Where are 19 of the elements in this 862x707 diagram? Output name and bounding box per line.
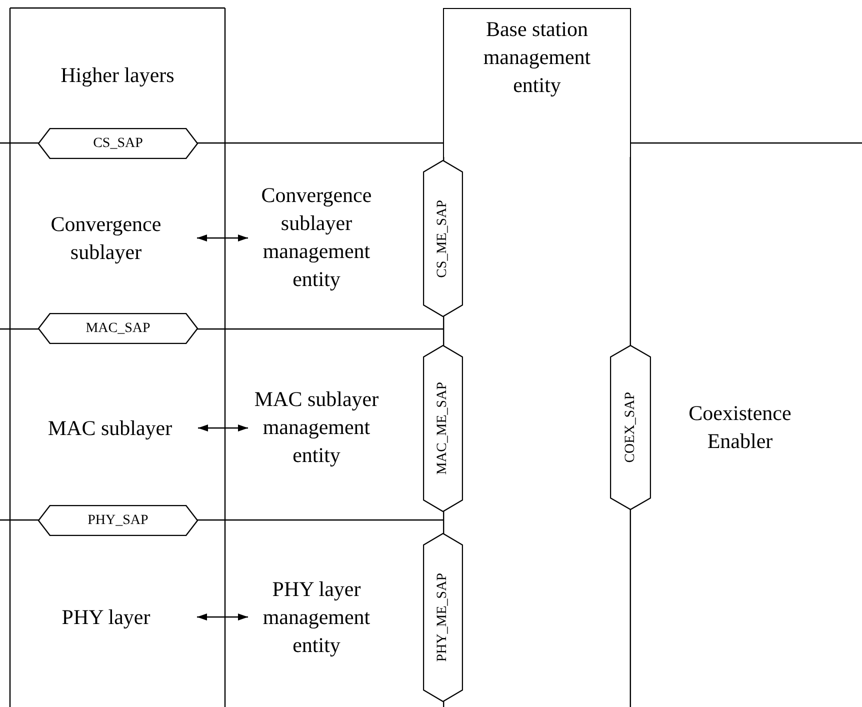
layer-label: MAC sublayer [22, 413, 198, 443]
service-access-point: MAC_ME_SAP [423, 345, 463, 512]
layer-label: Convergence sublayer [15, 208, 197, 268]
double-arrow [197, 234, 248, 242]
management-entity-label: MAC sublayer management entity [248, 365, 385, 489]
service-access-point: CS_ME_SAP [423, 160, 463, 317]
layer-label: Higher layers [15, 55, 220, 95]
entity-label: Coexistence Enabler [660, 397, 820, 457]
service-access-point: COEX_SAP [610, 345, 651, 510]
service-access-point: CS_SAP [38, 128, 198, 159]
management-entity-column: Base station management entity [443, 8, 631, 158]
management-entity-label: PHY layer management entity [248, 555, 385, 679]
layer-label: PHY layer [15, 602, 197, 632]
management-entity-label: Convergence sublayer management entity [248, 175, 385, 299]
double-arrow [197, 614, 248, 620]
service-access-point: PHY_SAP [38, 505, 198, 536]
service-access-point: MAC_SAP [38, 313, 198, 344]
service-access-point: PHY_ME_SAP [423, 533, 463, 702]
double-arrow [198, 424, 248, 432]
